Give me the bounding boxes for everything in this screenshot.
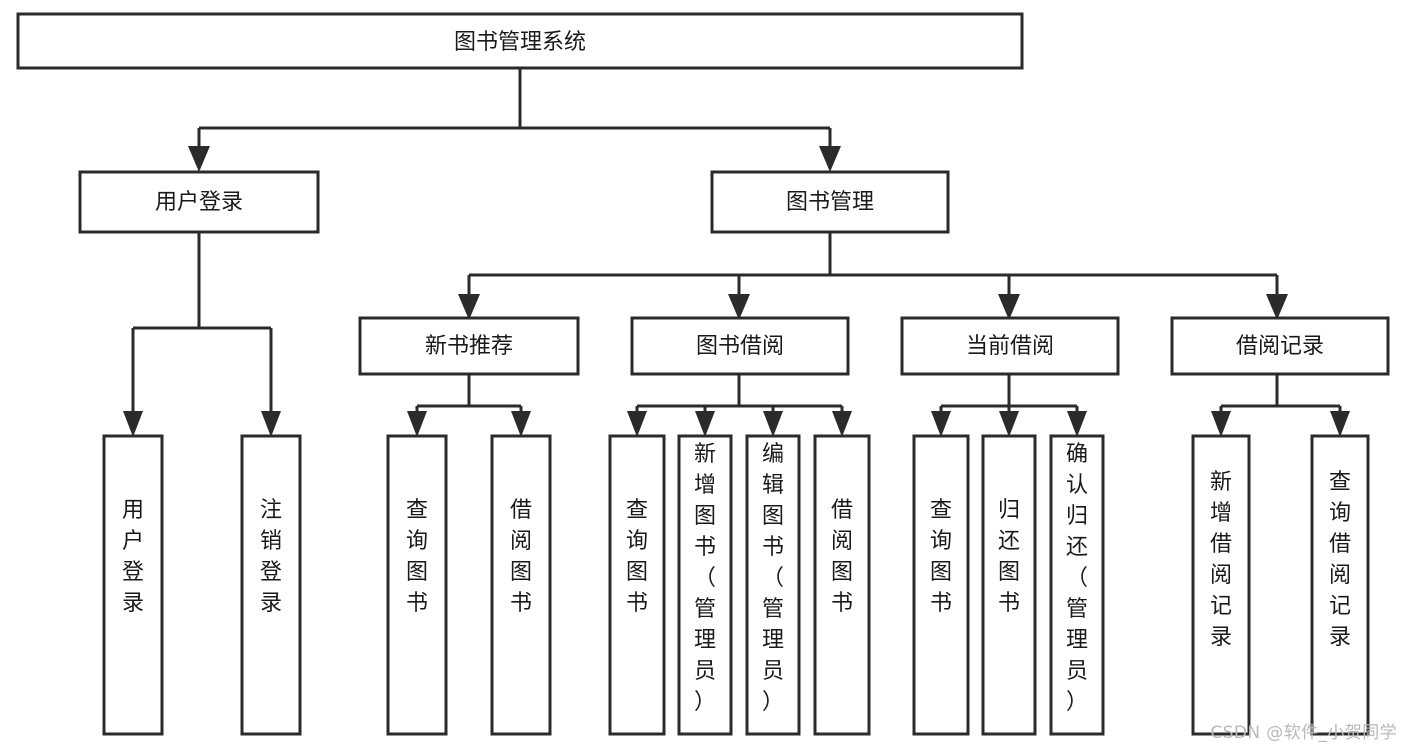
leaf-current-borrow-1-box[interactable] [912,434,970,736]
arrowhead-leaf-borrow-2 [695,411,715,437]
leaf-borrow-record-1[interactable]: 新增借阅记录 [1191,434,1251,736]
node-current-borrow-label: 当前借阅 [966,334,1054,359]
leaf-borrow-record-2-box[interactable] [1310,434,1370,736]
node-new-book-recommend-box[interactable] [358,316,580,376]
leaf-current-borrow-2-box[interactable] [981,434,1037,736]
node-book-manage-label: 图书管理 [786,190,874,215]
leaf-book-borrow-3-box[interactable] [745,434,801,736]
node-borrow-record-box[interactable] [1170,316,1390,376]
leaf-user-login-1[interactable]: 用户登录 [102,434,164,736]
arrowhead-to-borrow [728,294,750,320]
leaf-user-login-2-box[interactable] [240,434,302,736]
leaf-book-borrow-2-label: 新增图书（管理员） [694,442,716,715]
arrowhead-leaf-borrow-4 [832,411,852,437]
arrowhead-leaf-current-1 [931,411,951,437]
arrowhead-to-new-book [458,294,480,320]
leaf-user-login-1-box[interactable] [102,434,164,736]
leaf-borrow-record-1-box[interactable] [1191,434,1251,736]
arrowhead-to-record [1266,294,1288,320]
leaf-current-borrow-3-box[interactable] [1049,434,1105,736]
node-book-manage-box[interactable] [710,170,950,234]
leaf-new-book-2[interactable]: 借阅图书 [490,434,552,736]
arrowhead-leaf-current-2 [999,411,1019,437]
leaf-book-borrow-3-label: 编辑图书（管理员） [762,442,784,715]
arrowhead-to-book-manage [819,146,841,172]
leaf-book-borrow-2[interactable]: 新增图书（管理员） [677,434,733,736]
leaf-book-borrow-1-label: 查询图书 [626,498,648,616]
leaf-current-borrow-3[interactable]: 确认归还（管理员） [1049,434,1105,736]
leaf-user-login-1-label: 用户登录 [122,498,144,616]
leaf-current-borrow-1[interactable]: 查询图书 [912,434,970,736]
leaf-book-borrow-4-box[interactable] [813,434,871,736]
leaf-book-borrow-1-box[interactable] [608,434,666,736]
arrowhead-leaf-user-1 [123,411,143,437]
leaf-borrow-record-2-label: 查询借阅记录 [1329,470,1351,650]
node-book-borrow-label: 图书借阅 [696,334,784,359]
node-book-borrow[interactable]: 图书借阅 [630,316,850,376]
node-new-book-recommend-label: 新书推荐 [425,334,513,359]
leaf-user-login-2[interactable]: 注销登录 [240,434,302,736]
leaf-borrow-record-2[interactable]: 查询借阅记录 [1310,434,1370,736]
leaf-borrow-record-1-label: 新增借阅记录 [1210,470,1232,650]
node-current-borrow[interactable]: 当前借阅 [900,316,1120,376]
arrowhead-leaf-newbook-1 [407,411,427,437]
arrowhead-leaf-borrow-3 [763,411,783,437]
leaf-book-borrow-1[interactable]: 查询图书 [608,434,666,736]
leaf-book-borrow-3[interactable]: 编辑图书（管理员） [745,434,801,736]
node-user-login-box[interactable] [78,170,320,234]
leaf-new-book-1-box[interactable] [386,434,448,736]
arrowhead-leaf-record-1 [1211,411,1231,437]
leaf-new-book-1[interactable]: 查询图书 [386,434,448,736]
leaf-current-borrow-3-label: 确认归还（管理员） [1066,442,1088,715]
node-current-borrow-box[interactable] [900,316,1120,376]
node-user-login[interactable]: 用户登录 [78,170,320,234]
leaf-new-book-2-label: 借阅图书 [510,498,532,616]
node-borrow-record[interactable]: 借阅记录 [1170,316,1390,376]
node-user-login-label: 用户登录 [155,190,243,215]
leaf-current-borrow-2[interactable]: 归还图书 [981,434,1037,736]
node-root-system-box[interactable] [16,12,1024,70]
leaf-current-borrow-2-label: 归还图书 [998,498,1020,616]
node-borrow-record-label: 借阅记录 [1236,334,1324,359]
node-root-system-label: 图书管理系统 [454,30,586,55]
leaf-user-login-2-label: 注销登录 [260,498,282,616]
arrowhead-to-current [998,294,1020,320]
arrowhead-leaf-user-2 [261,411,281,437]
leaf-new-book-2-box[interactable] [490,434,552,736]
leaf-current-borrow-1-label: 查询图书 [930,498,952,616]
leaf-new-book-1-label: 查询图书 [406,498,428,616]
arrowhead-leaf-record-2 [1330,411,1350,437]
arrowhead-leaf-borrow-1 [627,411,647,437]
leaf-book-borrow-4-label: 借阅图书 [831,498,853,616]
node-new-book-recommend[interactable]: 新书推荐 [358,316,580,376]
arrowhead-leaf-newbook-2 [511,411,531,437]
arrowhead-to-user-login [188,146,210,172]
node-book-borrow-box[interactable] [630,316,850,376]
arrowhead-leaf-current-3 [1067,411,1087,437]
node-root-system[interactable]: 图书管理系统 [16,12,1024,70]
arrowhead-layer [123,146,1350,437]
leaf-book-borrow-2-box[interactable] [677,434,733,736]
node-book-manage[interactable]: 图书管理 [710,170,950,234]
leaf-book-borrow-4[interactable]: 借阅图书 [813,434,871,736]
